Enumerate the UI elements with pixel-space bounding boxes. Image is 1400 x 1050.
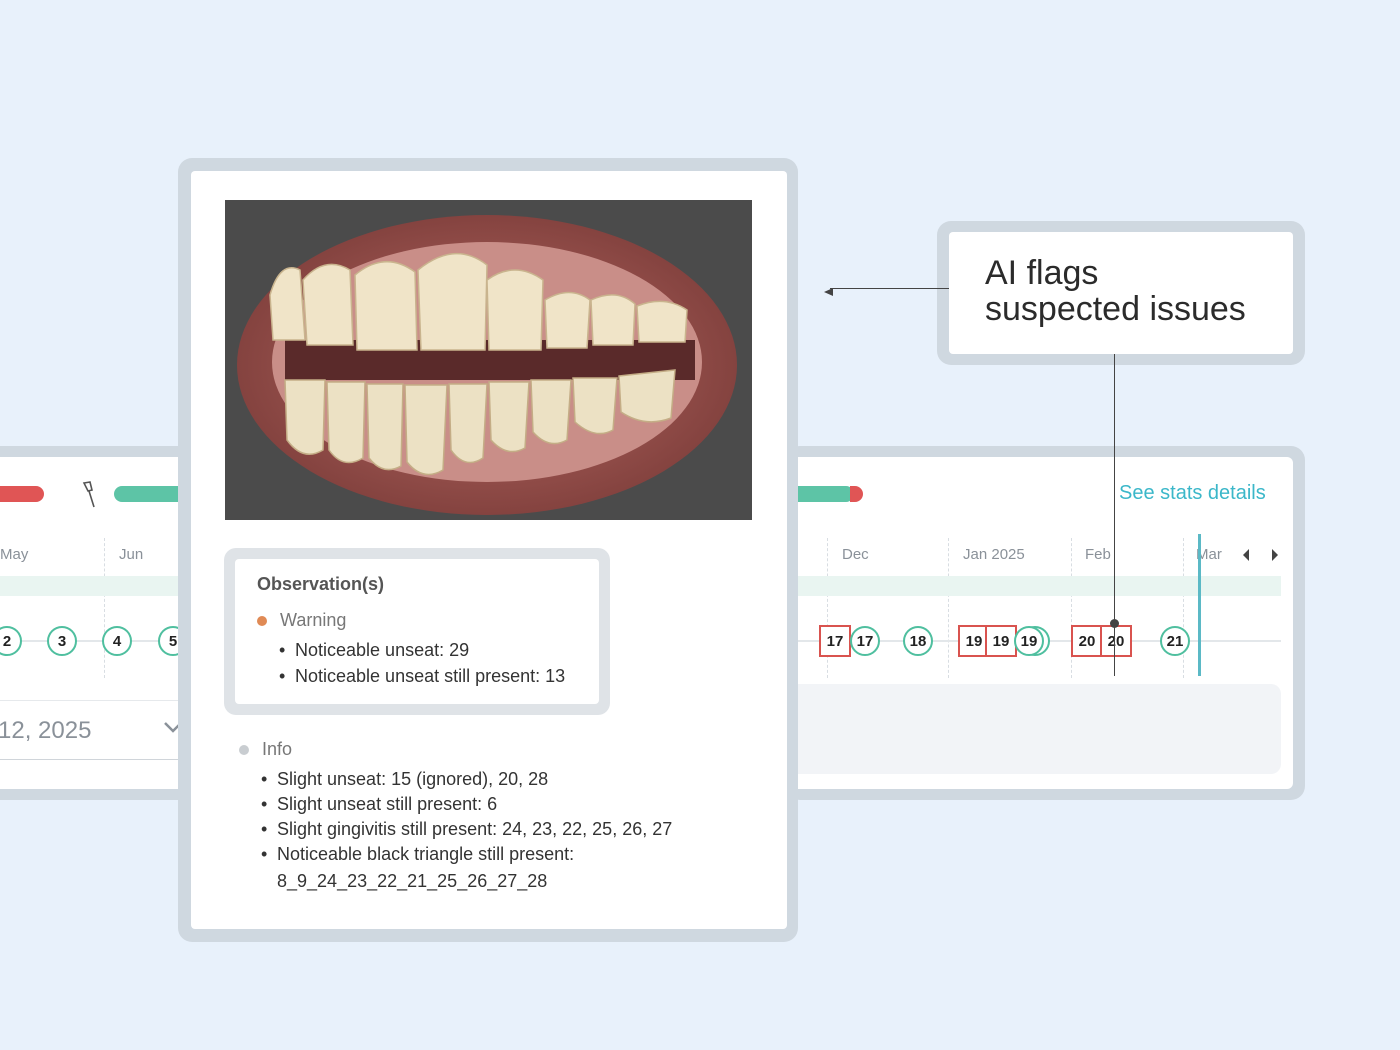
aligner-marker[interactable]: 18: [903, 626, 933, 656]
callout-line-1: AI flags: [985, 254, 1099, 292]
info-label: Info: [262, 739, 293, 759]
list-item: Noticeable unseat: 29: [277, 640, 565, 661]
warning-list: Noticeable unseat: 29 Noticeable unseat …: [277, 640, 565, 687]
date-select[interactable]: 12, 2025: [0, 700, 198, 760]
right-track: [786, 576, 1281, 596]
see-stats-details-link[interactable]: See stats details: [1119, 482, 1266, 504]
list-item: Slight gingivitis still present: 24, 23,…: [259, 819, 672, 840]
arrow-left-icon: [824, 284, 834, 302]
info-continuation: 8_9_24_23_22_21_25_26_27_28: [277, 871, 548, 891]
teeth-illustration: [225, 200, 752, 520]
aligner-marker[interactable]: 19: [1014, 626, 1044, 656]
list-item: Noticeable black triangle still present:: [259, 844, 672, 865]
month-label-dec: Dec: [842, 546, 869, 563]
month-label-feb: Feb: [1085, 546, 1111, 563]
aligner-marker[interactable]: 17: [850, 626, 880, 656]
flagged-marker[interactable]: 17: [819, 625, 851, 657]
aligner-marker[interactable]: 4: [102, 626, 132, 656]
flagged-marker[interactable]: 20: [1071, 625, 1103, 657]
list-item: Slight unseat: 15 (ignored), 20, 28: [259, 769, 672, 790]
list-item: Slight unseat still present: 6: [259, 794, 672, 815]
month-divider: [1071, 538, 1072, 678]
intraoral-photo[interactable]: [225, 200, 752, 520]
callout-pointer-line: [1114, 354, 1115, 676]
toothbrush-icon: [80, 480, 100, 510]
grey-panel: [786, 684, 1281, 774]
month-divider: [1183, 538, 1184, 678]
right-red-cap: [850, 486, 863, 502]
today-indicator: [1198, 534, 1201, 676]
warning-dot-icon: [257, 616, 267, 626]
callout-arrow-line: [830, 288, 949, 289]
month-divider: [948, 538, 949, 678]
month-label-jun: Jun: [119, 546, 144, 563]
aligner-marker[interactable]: 21: [1160, 626, 1190, 656]
caret-left-icon[interactable]: [1241, 548, 1251, 567]
right-green-bar: [786, 486, 854, 502]
left-track: [0, 576, 198, 596]
month-label-mar: Mar: [1196, 546, 1222, 563]
flagged-marker[interactable]: 20: [1100, 625, 1132, 657]
aligner-marker[interactable]: 3: [47, 626, 77, 656]
list-item: Noticeable unseat still present: 13: [277, 666, 565, 687]
callout-line-2: suspected issues: [985, 290, 1246, 328]
aligner-marker[interactable]: 2: [0, 626, 22, 656]
month-divider: [827, 538, 828, 678]
date-select-value: 12, 2025: [0, 717, 92, 744]
info-dot-icon: [239, 745, 249, 755]
flagged-marker[interactable]: 19: [958, 625, 990, 657]
observation-title: Observation(s): [257, 574, 385, 594]
caret-right-icon[interactable]: [1270, 548, 1280, 567]
pointer-dot: [1110, 619, 1119, 628]
callout-box: AI flags suspected issues: [949, 232, 1293, 354]
info-list: Slight unseat: 15 (ignored), 20, 28 Slig…: [259, 769, 672, 865]
flagged-marker[interactable]: 19: [985, 625, 1017, 657]
left-marker-axis: [0, 640, 198, 642]
month-label-jan-2025: Jan 2025: [963, 546, 1025, 563]
left-timeline-card: [0, 457, 198, 789]
month-label-may: May: [0, 546, 29, 563]
month-divider: [104, 538, 105, 678]
warning-label: Warning: [280, 610, 347, 630]
left-red-bar: [0, 486, 44, 502]
